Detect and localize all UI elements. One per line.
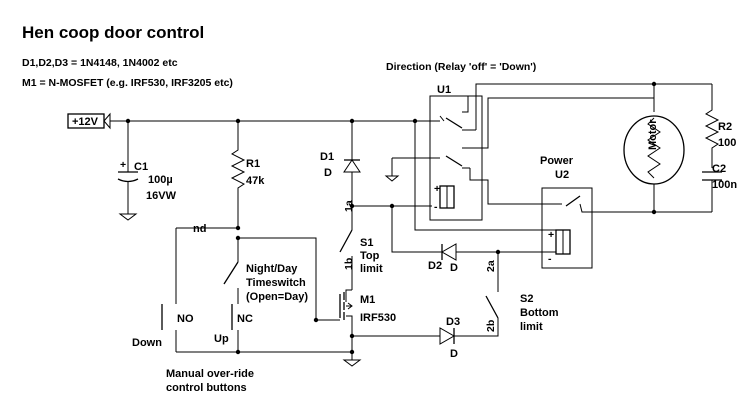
svg-text:NO: NO bbox=[177, 313, 194, 325]
svg-text:-: - bbox=[548, 253, 552, 265]
r1-value: 47k bbox=[246, 175, 265, 187]
button-up-label: Up bbox=[214, 333, 229, 345]
s2-line2: limit bbox=[520, 321, 543, 333]
svg-text:+: + bbox=[120, 159, 126, 171]
diagram-title: Hen coop door control bbox=[22, 23, 204, 42]
c1-value: 100µ bbox=[148, 174, 173, 186]
svg-text:-: - bbox=[434, 201, 438, 213]
svg-text:NC: NC bbox=[237, 313, 253, 325]
svg-text:+: + bbox=[434, 183, 440, 195]
node-nd: nd bbox=[193, 223, 206, 235]
s1-pin-a: 1a bbox=[343, 200, 355, 212]
relay-u1: + - bbox=[384, 95, 540, 231]
relay-u2: + - bbox=[541, 187, 612, 269]
s1-line1: Top bbox=[360, 250, 380, 262]
u2-caption: Power bbox=[540, 155, 574, 167]
timeswitch-line2: Timeswitch bbox=[246, 277, 306, 289]
d1-name: D1 bbox=[320, 151, 334, 163]
d3-sub: D bbox=[450, 348, 458, 360]
timeswitch-line1: Night/Day bbox=[246, 263, 298, 275]
r2-name: R2 bbox=[718, 121, 732, 133]
s1-name: S1 bbox=[360, 237, 373, 249]
svg-text:+12V: +12V bbox=[72, 116, 99, 128]
diode-d3 bbox=[439, 327, 456, 345]
s2-name: S2 bbox=[520, 293, 533, 305]
ground-symbol bbox=[342, 359, 362, 367]
s2-pin-b: 2b bbox=[485, 320, 497, 332]
c1-voltage: 16VW bbox=[146, 190, 177, 202]
d3-name: D3 bbox=[446, 316, 460, 328]
u2-name: U2 bbox=[555, 169, 569, 181]
capacitor-c1: + bbox=[117, 121, 139, 221]
capacitor-c2 bbox=[702, 171, 722, 212]
r2-value: 100 bbox=[718, 137, 736, 149]
mosfet-note: M1 = N-MOSFET (e.g. IRF530, IRF3205 etc) bbox=[22, 77, 233, 89]
d1-sub: D bbox=[324, 167, 332, 179]
resistor-r1 bbox=[230, 121, 246, 228]
supply-terminal: +12V bbox=[67, 112, 111, 130]
s2-pin-a: 2a bbox=[485, 260, 497, 272]
override-caption-1: Manual over-ride bbox=[166, 368, 254, 380]
button-nc[interactable]: NC bbox=[231, 304, 253, 352]
resistor-r2 bbox=[704, 84, 720, 168]
motor bbox=[623, 84, 685, 212]
timeswitch-line3: (Open=Day) bbox=[246, 291, 308, 303]
timeswitch bbox=[223, 238, 239, 304]
d2-name: D2 bbox=[428, 260, 442, 272]
button-down-label: Down bbox=[132, 337, 162, 349]
c2-value: 100n bbox=[712, 179, 737, 191]
button-no[interactable]: NO bbox=[161, 228, 194, 352]
svg-text:+: + bbox=[548, 229, 554, 241]
mosfet-m1 bbox=[316, 289, 353, 336]
s1-line2: limit bbox=[360, 263, 383, 275]
s2-line1: Bottom bbox=[520, 307, 559, 319]
switch-s1 bbox=[339, 206, 353, 290]
diode-note: D1,D2,D3 = 1N4148, 1N4002 etc bbox=[22, 57, 178, 69]
u1-name: U1 bbox=[437, 84, 451, 96]
override-caption-2: control buttons bbox=[166, 382, 247, 394]
direction-label: Direction (Relay 'off' = 'Down') bbox=[386, 61, 536, 73]
diode-d1 bbox=[343, 121, 361, 206]
c2-name: C2 bbox=[712, 163, 726, 175]
m1-part: IRF530 bbox=[360, 312, 396, 324]
diode-d2 bbox=[440, 243, 457, 261]
motor-label: Motor bbox=[647, 119, 659, 150]
switch-s2 bbox=[485, 252, 499, 319]
m1-name: M1 bbox=[360, 294, 375, 306]
d2-sub: D bbox=[450, 262, 458, 274]
r1-name: R1 bbox=[246, 158, 260, 170]
s1-pin-b: 1b bbox=[343, 258, 355, 270]
c1-name: C1 bbox=[134, 161, 148, 173]
